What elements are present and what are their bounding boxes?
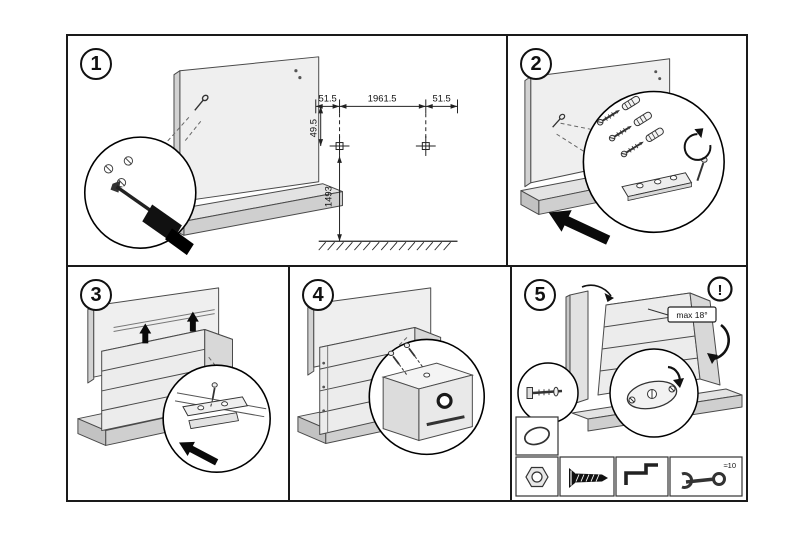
dimension-diagram <box>315 99 459 251</box>
bolt-icon <box>526 386 563 399</box>
lift-arrow-icons <box>139 311 199 344</box>
wrench-box <box>669 456 743 497</box>
ground-hatching <box>318 241 451 251</box>
dim-51-5-right: 51.5 <box>432 92 450 103</box>
step-1-panel: 1 <box>68 36 508 267</box>
cabinet-corner-detail <box>381 362 475 442</box>
push-arrow-icon <box>548 210 611 245</box>
latch-screws <box>628 385 676 404</box>
screw-icon <box>552 113 566 128</box>
lock-knob-icon <box>436 392 453 409</box>
panel-pilot-holes <box>654 70 662 81</box>
step-5-illustration: max 18° ! <box>515 276 743 497</box>
mounting-rail-icon <box>621 172 693 202</box>
step-4-badge: 4 <box>302 279 334 311</box>
oval-cover-box <box>515 416 559 456</box>
step-2-badge: 2 <box>520 48 552 80</box>
screwing-arrow-icon <box>683 128 712 161</box>
dim-1493: 1493 <box>323 186 334 207</box>
tilt-gap-arrow-icon <box>581 284 614 302</box>
countersunk-screw-icon <box>569 468 608 488</box>
tilt-direction-arrow-icon <box>707 323 731 364</box>
svg-text:!: ! <box>718 282 723 299</box>
latch-turn-arrow-icon <box>667 365 684 388</box>
panel-pilot-holes <box>294 69 302 80</box>
latch-detail-circle <box>609 348 699 438</box>
step-2-illustration <box>520 58 725 245</box>
lock-detail-circle <box>368 338 486 456</box>
step-5-badge: 5 <box>524 279 556 311</box>
hook-arrow-icon <box>178 441 219 466</box>
step-1-badge: 1 <box>80 48 112 80</box>
warning-icon: ! <box>707 276 733 302</box>
dim-51-5-left: 51.5 <box>318 92 336 103</box>
drill-icon <box>110 180 194 256</box>
step-4-panel: 4 <box>290 267 512 500</box>
hanger-bracket-icon <box>182 396 249 430</box>
bracket-detail-circle <box>162 364 271 473</box>
step-5-panel: 5 <box>512 267 746 500</box>
dim-1961-5: 1961.5 <box>368 92 397 103</box>
bracket-screw-icon <box>210 382 218 407</box>
step-3-illustration <box>77 287 271 473</box>
instruction-frame: 1 <box>66 34 748 502</box>
bolt-detail-circle <box>517 362 579 424</box>
fixing-point-markers <box>329 136 436 156</box>
step-3-badge: 3 <box>80 279 112 311</box>
drill-detail-circle <box>83 136 197 256</box>
open-end-wrench-icon: ≈10 <box>681 461 736 489</box>
step-1-illustration: 51.5 1961.5 51.5 49.5 1493 <box>83 56 459 256</box>
oval-cover-icon <box>524 426 550 446</box>
svg-text:max 18°: max 18° <box>676 310 707 320</box>
handle-slot <box>426 415 465 427</box>
step-3-panel: 3 <box>68 267 290 500</box>
svg-text:≈10: ≈10 <box>724 461 736 470</box>
dim-49-5: 49.5 <box>308 119 319 137</box>
dimension-labels: 51.5 1961.5 51.5 49.5 1493 <box>308 92 451 207</box>
max-tilt-label: max 18° <box>647 306 717 323</box>
step-4-illustration <box>297 287 486 456</box>
step-2-panel: 2 <box>508 36 746 267</box>
anchor-detail-circle <box>582 90 725 234</box>
hex-key-icon <box>624 463 658 485</box>
hex-key-box <box>615 456 669 497</box>
hex-nut-icon <box>525 466 549 488</box>
fitting-screw-icons <box>388 342 424 376</box>
screw-icon <box>194 94 209 111</box>
